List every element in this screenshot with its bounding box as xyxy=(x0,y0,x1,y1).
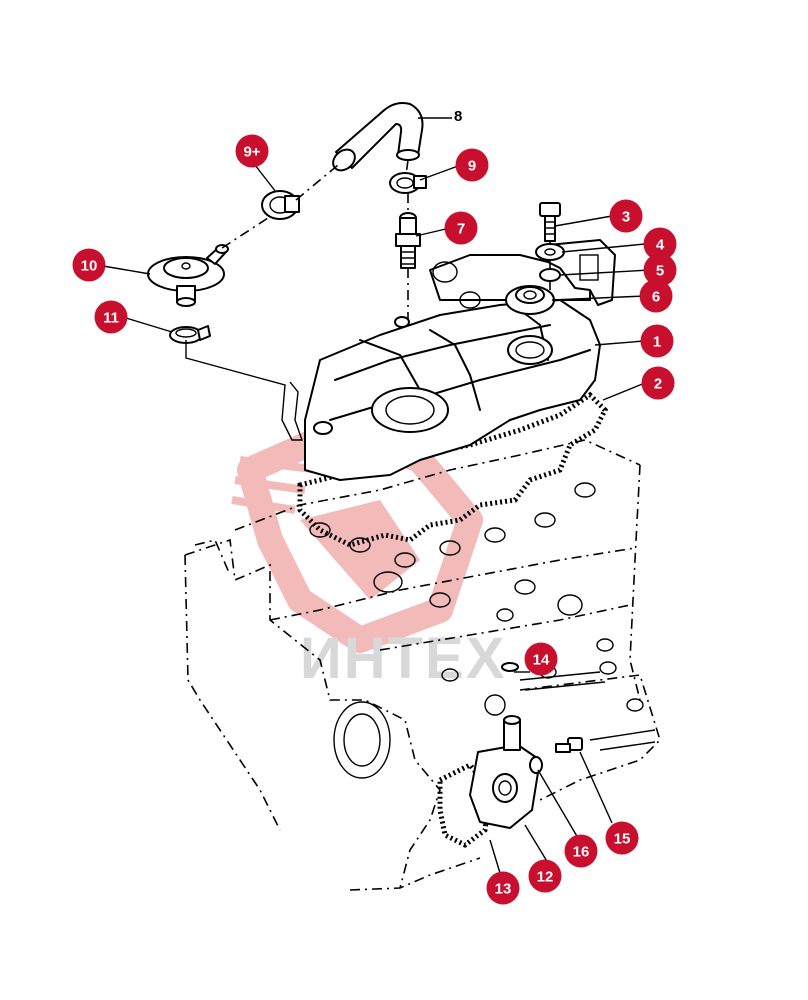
assembly-line-hose xyxy=(295,164,339,201)
callout-label: 12 xyxy=(537,869,554,886)
callout-label: 8 xyxy=(454,108,462,125)
breather-hose xyxy=(332,102,424,172)
callout-label: 2 xyxy=(654,376,662,393)
oil-pipe-14 xyxy=(501,662,521,751)
callout-badge xyxy=(641,366,675,400)
bolt-3 xyxy=(539,202,561,242)
callout-9-plus: 9+ xyxy=(235,134,269,168)
callout-badge xyxy=(444,211,478,245)
callout-5: 5 xyxy=(643,253,677,287)
callout-badge xyxy=(639,279,673,313)
callout-label: 15 xyxy=(614,831,631,848)
callout-1: 1 xyxy=(640,324,674,358)
callout-3: 3 xyxy=(609,199,643,233)
callout-14: 14 xyxy=(524,642,558,676)
callout-badge xyxy=(528,859,562,893)
hose-clamp-9-plus xyxy=(261,190,300,220)
callout-4: 4 xyxy=(643,227,677,261)
callout-16: 16 xyxy=(564,834,598,868)
breather-tube xyxy=(185,340,303,441)
callout-7: 7 xyxy=(444,211,478,245)
callout-label: 1 xyxy=(653,334,661,351)
watermark-text: ИНТЕХ xyxy=(300,626,506,691)
callout-label: 9 xyxy=(468,158,476,175)
callout-label: 11 xyxy=(103,310,119,327)
callout-label: 16 xyxy=(573,844,590,861)
callout-badge xyxy=(609,199,643,233)
callout-8: 8 xyxy=(454,108,462,125)
callout-label: 3 xyxy=(622,209,630,226)
callout-label: 14 xyxy=(533,652,550,669)
callout-badge xyxy=(640,324,674,358)
engine-block xyxy=(184,439,661,891)
callout-11: 11 xyxy=(94,300,128,334)
pump-cover-12 xyxy=(469,744,541,829)
grommet-6 xyxy=(505,285,555,315)
callout-badge xyxy=(524,642,558,676)
callout-label: 7 xyxy=(457,221,465,238)
assembly-line-pcv xyxy=(221,217,269,249)
washer-4 xyxy=(535,243,565,261)
callout-label: 9+ xyxy=(243,144,260,161)
valve-cover-gasket xyxy=(297,391,609,548)
callout-label: 10 xyxy=(81,258,98,275)
callout-label: 4 xyxy=(656,237,665,254)
callout-badge xyxy=(564,834,598,868)
callout-10: 10 xyxy=(72,248,106,282)
callout-9: 9 xyxy=(455,148,489,182)
leader-lines xyxy=(102,117,651,874)
callout-13: 13 xyxy=(486,871,520,905)
hose-clamp-9 xyxy=(389,172,427,194)
washer-16 xyxy=(529,756,543,774)
callout-label: 13 xyxy=(495,881,512,898)
pcv-valve-10 xyxy=(147,244,229,307)
callout-badge xyxy=(605,821,639,855)
breather-fitting-7 xyxy=(395,212,421,269)
callout-badge xyxy=(72,248,106,282)
plug-15 xyxy=(555,737,583,753)
callout-badge xyxy=(235,134,269,168)
callout-badge xyxy=(486,871,520,905)
callout-label: 5 xyxy=(656,263,664,280)
hose-clamp-11 xyxy=(169,325,211,344)
callout-badge xyxy=(643,253,677,287)
callout-badge xyxy=(94,300,128,334)
callout-6: 6 xyxy=(639,279,673,313)
callout-badge xyxy=(643,227,677,261)
callout-15: 15 xyxy=(605,821,639,855)
callout-badge xyxy=(455,148,489,182)
assembly-line-fitting xyxy=(405,159,409,320)
washer-5 xyxy=(539,268,561,282)
callout-12: 12 xyxy=(528,859,562,893)
callout-label: 6 xyxy=(652,289,660,306)
callout-2: 2 xyxy=(641,366,675,400)
